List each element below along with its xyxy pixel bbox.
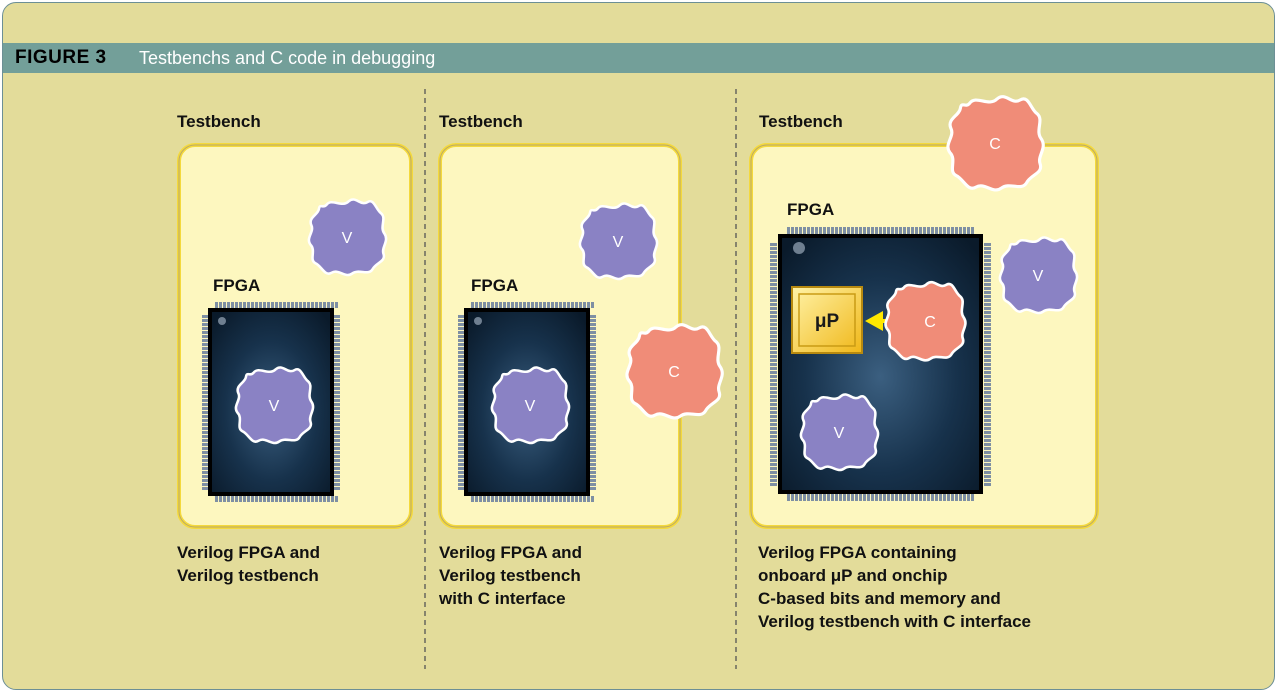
panel-3-c-blob-chip-label: C bbox=[924, 314, 936, 331]
figure-number: FIGURE 3 bbox=[15, 47, 107, 68]
panel-1-label: Testbench bbox=[177, 112, 261, 131]
panel-3-label: Testbench bbox=[759, 112, 843, 131]
figure-header: FIGURE 3 Testbenchs and C code in debugg… bbox=[3, 43, 1274, 73]
panel-2-c-blob-label: C bbox=[668, 364, 680, 381]
panel-1-verilog-blob-chip-label: V bbox=[269, 398, 280, 415]
panel-2-verilog-blob-top-label: V bbox=[613, 234, 624, 251]
panel-2-fpga-label: FPGA bbox=[471, 276, 518, 295]
caption-line: onboard μP and onchip bbox=[758, 565, 948, 585]
panel-3-verilog-blob-testbench-label: V bbox=[1033, 268, 1044, 285]
caption-line: Verilog FPGA containing bbox=[758, 543, 957, 562]
panel-1-verilog-blob-top-label: V bbox=[342, 230, 353, 247]
caption-line: Verilog testbench bbox=[177, 565, 319, 585]
caption-line: Verilog FPGA and bbox=[439, 543, 582, 562]
panel-3-caption: Verilog FPGA containing onboard μP and o… bbox=[758, 542, 1031, 634]
diagram-canvas: Testbench FPGA V V Testbench bbox=[177, 89, 1099, 669]
panel-3-fpga-chip bbox=[770, 227, 991, 501]
caption-line: Verilog testbench bbox=[439, 565, 581, 585]
caption-line: Verilog FPGA and bbox=[177, 543, 320, 562]
panel-1-fpga-label: FPGA bbox=[213, 276, 260, 295]
panel-1-caption: Verilog FPGA and Verilog testbench bbox=[177, 542, 320, 588]
panel-3-fpga-label: FPGA bbox=[787, 200, 834, 219]
panel-2-label: Testbench bbox=[439, 112, 523, 131]
caption-line: C-based bits and memory and bbox=[758, 588, 1001, 608]
panel-2-verilog-blob-chip-label: V bbox=[525, 398, 536, 415]
panel-3-verilog-blob-chip-label: V bbox=[834, 425, 845, 442]
panel-1-fpga-chip bbox=[202, 302, 340, 502]
panel-3-c-blob-testbench-label: C bbox=[989, 136, 1001, 153]
caption-line: with C interface bbox=[439, 588, 566, 608]
caption-line: Verilog testbench with C interface bbox=[758, 611, 1032, 631]
panel-3-processor-label: μP bbox=[815, 311, 840, 332]
panel-2-caption: Verilog FPGA and Verilog testbench with … bbox=[439, 542, 582, 611]
panel-3-processor-block bbox=[791, 286, 863, 354]
figure-title: Testbenchs and C code in debugging bbox=[139, 48, 436, 68]
